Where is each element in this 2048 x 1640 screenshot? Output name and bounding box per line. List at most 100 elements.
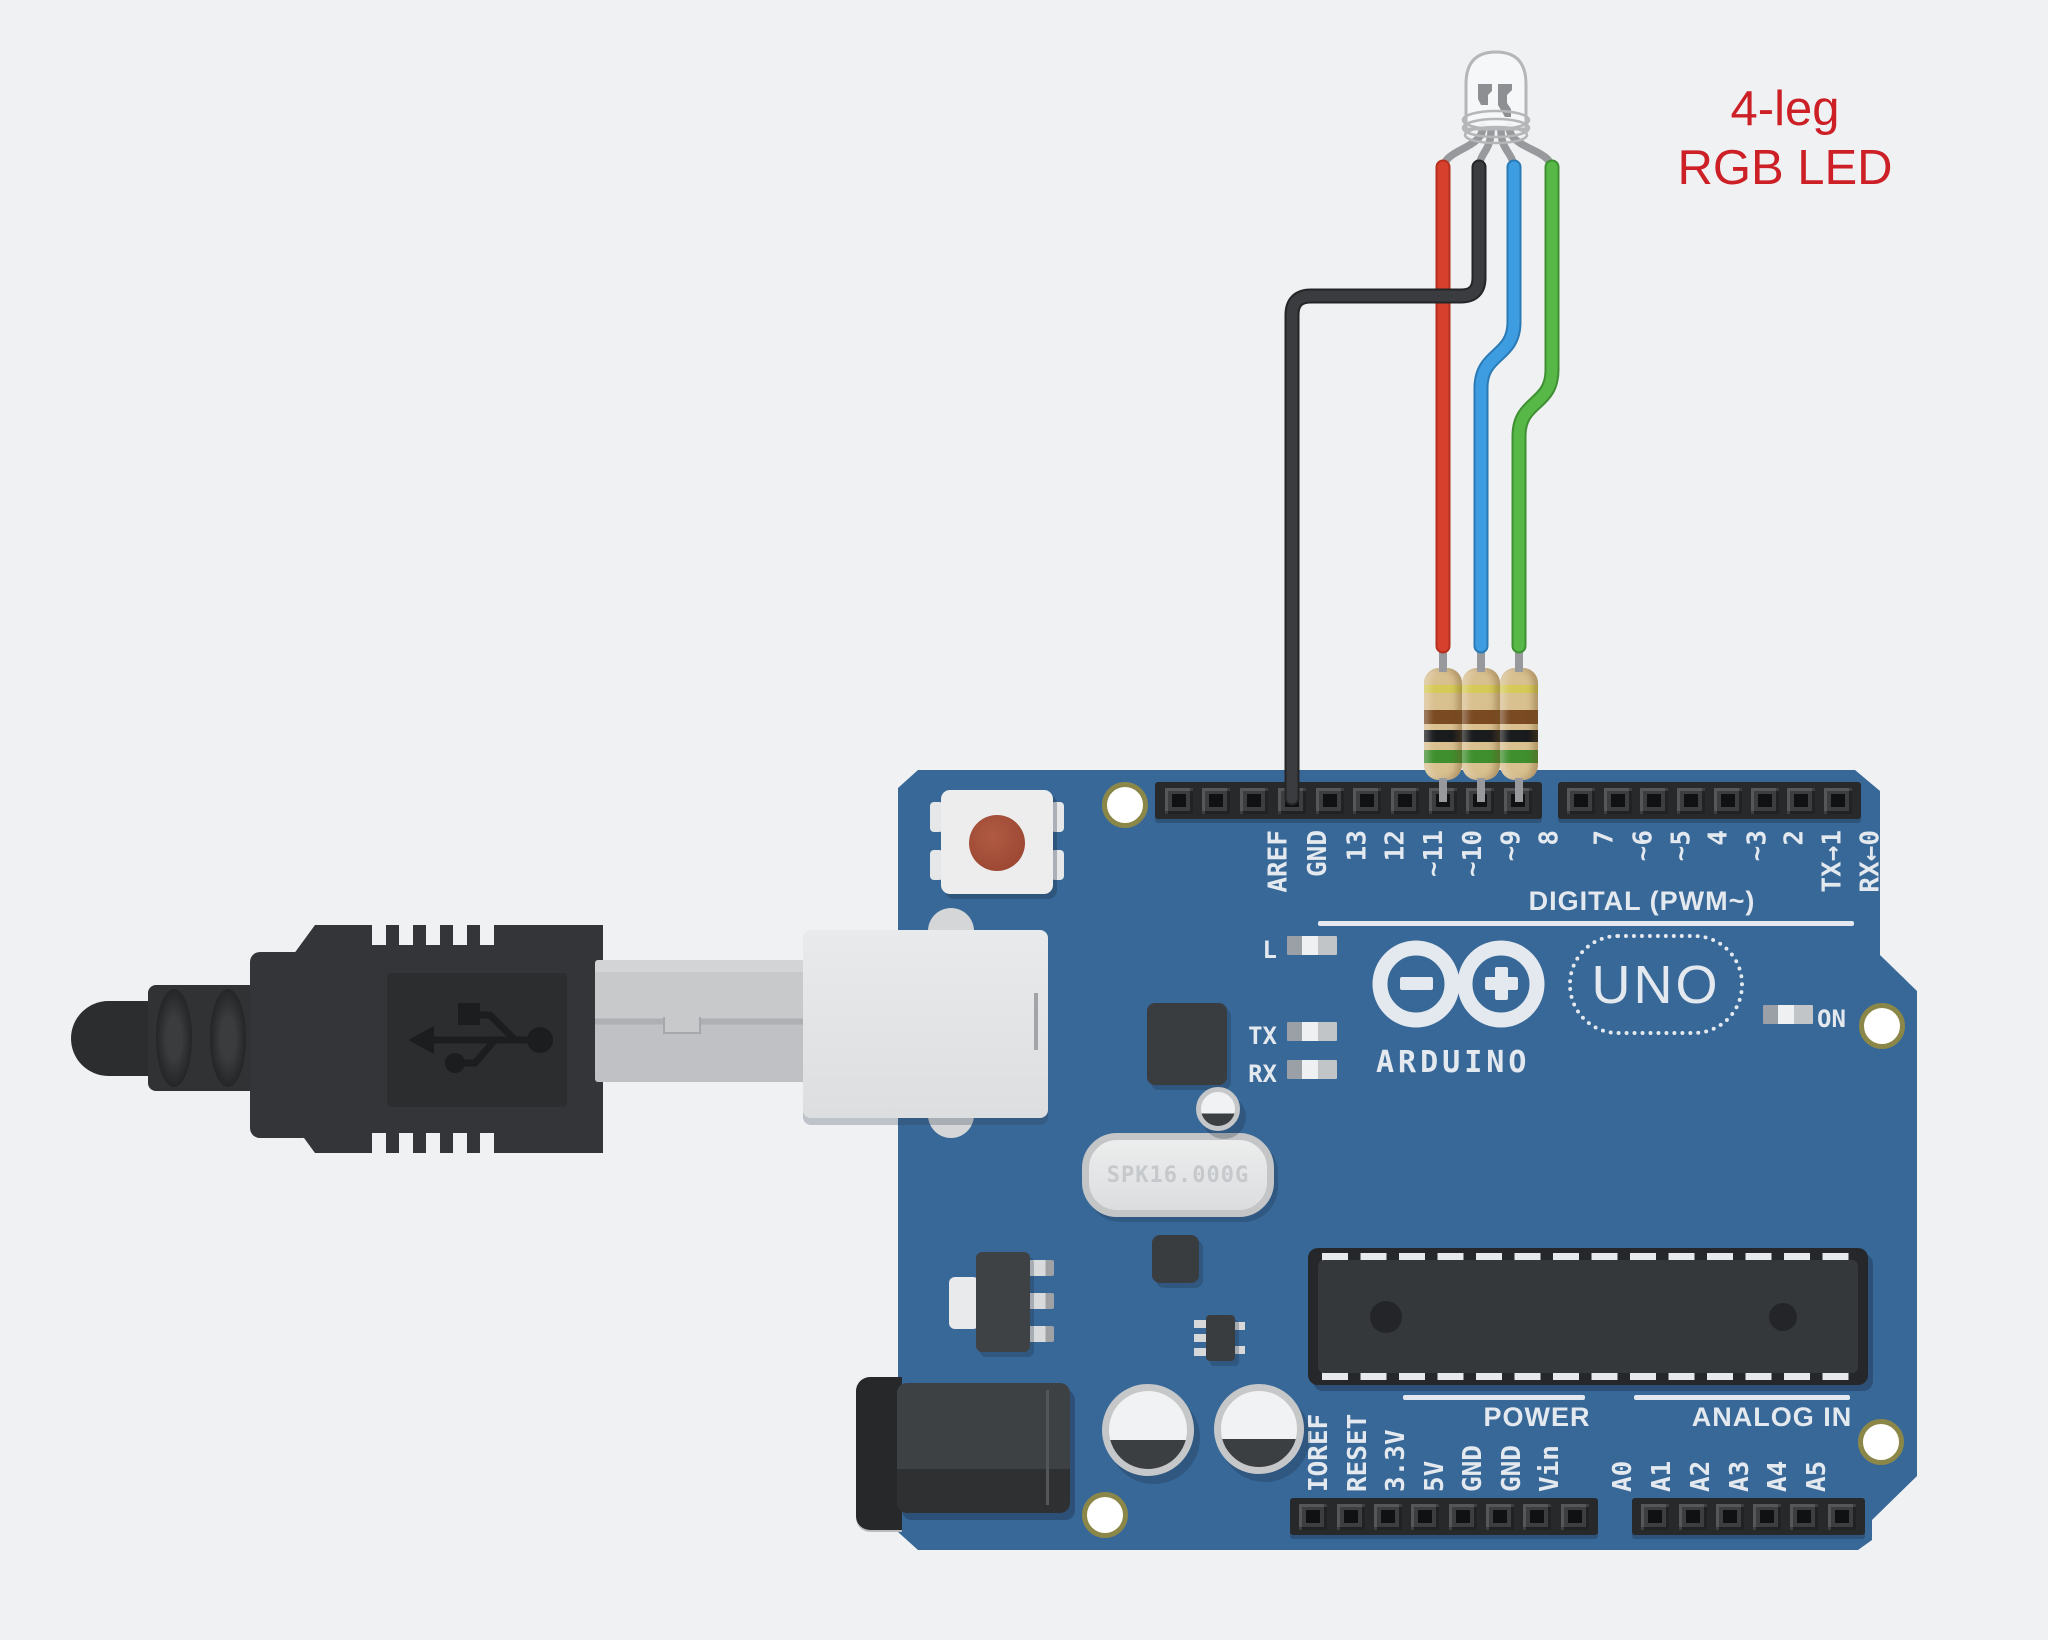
- power-header: [1290, 1498, 1598, 1535]
- silkscreen-line-digital: [1318, 921, 1854, 926]
- pin-a0[interactable]: [1641, 1503, 1670, 1530]
- pin-gnd1[interactable]: [1485, 1503, 1514, 1530]
- usb-plug-rib: [453, 1133, 467, 1153]
- regulator-leg: [1026, 1326, 1054, 1342]
- resistor-blue-channel[interactable]: [1462, 668, 1500, 780]
- pin-3[interactable]: [1713, 787, 1742, 814]
- pin-12[interactable]: [1353, 787, 1382, 814]
- led-bulb: [1464, 50, 1528, 131]
- pin-label-4: 4: [1704, 830, 1734, 846]
- usb-plug-rib: [480, 1133, 494, 1153]
- pin-scl[interactable]: [1164, 787, 1193, 814]
- usb-plug-rib: [426, 1133, 440, 1153]
- rgb-led[interactable]: [1461, 50, 1531, 145]
- small-ic-chip: [1152, 1235, 1199, 1283]
- pin-rx0[interactable]: [1824, 787, 1853, 814]
- pin-a5[interactable]: [1827, 1503, 1856, 1530]
- sot-leg: [1194, 1320, 1206, 1328]
- pin-label-2: 2: [1780, 830, 1810, 846]
- pin-gnd-top[interactable]: [1277, 787, 1306, 814]
- usb-plug-rib: [453, 925, 467, 945]
- wire-green[interactable]: [1513, 161, 1558, 652]
- small-capacitor: [1196, 1087, 1240, 1131]
- silkscreen-line-analog: [1634, 1395, 1850, 1400]
- regulator-tab: [949, 1277, 979, 1329]
- wire-blue[interactable]: [1475, 161, 1520, 652]
- pin-aref[interactable]: [1240, 787, 1269, 814]
- annotation-note[interactable]: 4-leg RGB LED: [1625, 80, 1945, 198]
- pin-ioref[interactable]: [1336, 1503, 1365, 1530]
- power-jack[interactable]: [897, 1383, 1070, 1513]
- led-l-label: L: [1262, 936, 1277, 964]
- usb-strain-relief[interactable]: [148, 985, 260, 1091]
- pin-label-tx1: TX→1: [1818, 830, 1848, 893]
- resistor-green-channel[interactable]: [1500, 668, 1538, 780]
- pin-5[interactable]: [1640, 787, 1669, 814]
- pin-label-rx0: RX←0: [1856, 830, 1886, 893]
- led-leg-blue: [1497, 126, 1518, 174]
- reset-button[interactable]: [969, 815, 1025, 871]
- pin-label-11: ~11: [1419, 830, 1449, 877]
- pin-8[interactable]: [1504, 787, 1533, 814]
- analog-header: [1632, 1498, 1865, 1535]
- atmega-dimple: [1370, 1301, 1402, 1333]
- pin-gnd2[interactable]: [1523, 1503, 1552, 1530]
- power-section-label: POWER: [1483, 1402, 1591, 1432]
- pin-label-a4: A4: [1763, 1460, 1793, 1492]
- usb-relief-ring: [156, 989, 192, 1087]
- pin-a3[interactable]: [1753, 1503, 1782, 1530]
- pin-2[interactable]: [1750, 787, 1779, 814]
- usb-plug-rib: [480, 925, 494, 945]
- pin-13[interactable]: [1315, 787, 1344, 814]
- pin-6[interactable]: [1603, 787, 1632, 814]
- usb-socket-slot: [1034, 993, 1038, 1050]
- pin-a4[interactable]: [1790, 1503, 1819, 1530]
- pin-11[interactable]: [1391, 787, 1420, 814]
- pin-label-3v3: 3.3V: [1381, 1429, 1411, 1492]
- usb-cable-tip[interactable]: [71, 1001, 155, 1076]
- pin-5v[interactable]: [1448, 1503, 1477, 1530]
- pin-reset[interactable]: [1373, 1503, 1402, 1530]
- pin-7[interactable]: [1566, 787, 1595, 814]
- silkscreen-line-power: [1403, 1395, 1585, 1400]
- pin-label-6: ~6: [1628, 830, 1658, 862]
- electrolytic-capacitor[interactable]: [1102, 1384, 1194, 1476]
- led-l: [1287, 936, 1337, 955]
- pin-label-gnd1: GND: [1458, 1445, 1488, 1492]
- voltage-regulator: [976, 1252, 1030, 1352]
- power-jack-seam: [1046, 1390, 1049, 1505]
- usb-trident-icon: [408, 1003, 553, 1073]
- led-leg-green: [1505, 122, 1556, 174]
- pin-4[interactable]: [1677, 787, 1706, 814]
- pin-tx1[interactable]: [1787, 787, 1816, 814]
- pin-sda[interactable]: [1202, 787, 1231, 814]
- pin-vin[interactable]: [1560, 1503, 1589, 1530]
- pin-3v3[interactable]: [1411, 1503, 1440, 1530]
- pin-label-aref: AREF: [1264, 830, 1294, 893]
- usb-metal-notch: [663, 1017, 701, 1034]
- pin-10[interactable]: [1428, 787, 1457, 814]
- pin-a1[interactable]: [1678, 1503, 1707, 1530]
- power-jack-cap: [856, 1377, 902, 1530]
- pin-label-a5: A5: [1802, 1460, 1832, 1492]
- pin-label-8: 8: [1535, 830, 1565, 846]
- wire-green-outline: [1511, 159, 1560, 654]
- pin-nc[interactable]: [1299, 1503, 1328, 1530]
- sot-leg: [1194, 1334, 1206, 1342]
- pin-label-9: ~9: [1496, 830, 1526, 862]
- resistor-red-channel[interactable]: [1424, 668, 1462, 780]
- sot-leg: [1194, 1348, 1206, 1356]
- reset-button-nub: [1051, 850, 1064, 880]
- pin-a2[interactable]: [1715, 1503, 1744, 1530]
- crystal-oscillator[interactable]: SPK16.000G: [1082, 1133, 1274, 1217]
- pin-label-a3: A3: [1725, 1460, 1755, 1492]
- pin-9[interactable]: [1466, 787, 1495, 814]
- usb-plug-rib: [372, 1133, 386, 1153]
- pin-label-a2: A2: [1686, 1460, 1716, 1492]
- electrolytic-capacitor[interactable]: [1214, 1384, 1304, 1474]
- reset-button-nub: [1051, 802, 1064, 832]
- led-flange: [1461, 109, 1531, 131]
- led-anvil: [1478, 84, 1492, 105]
- mounting-hole: [1859, 1003, 1905, 1049]
